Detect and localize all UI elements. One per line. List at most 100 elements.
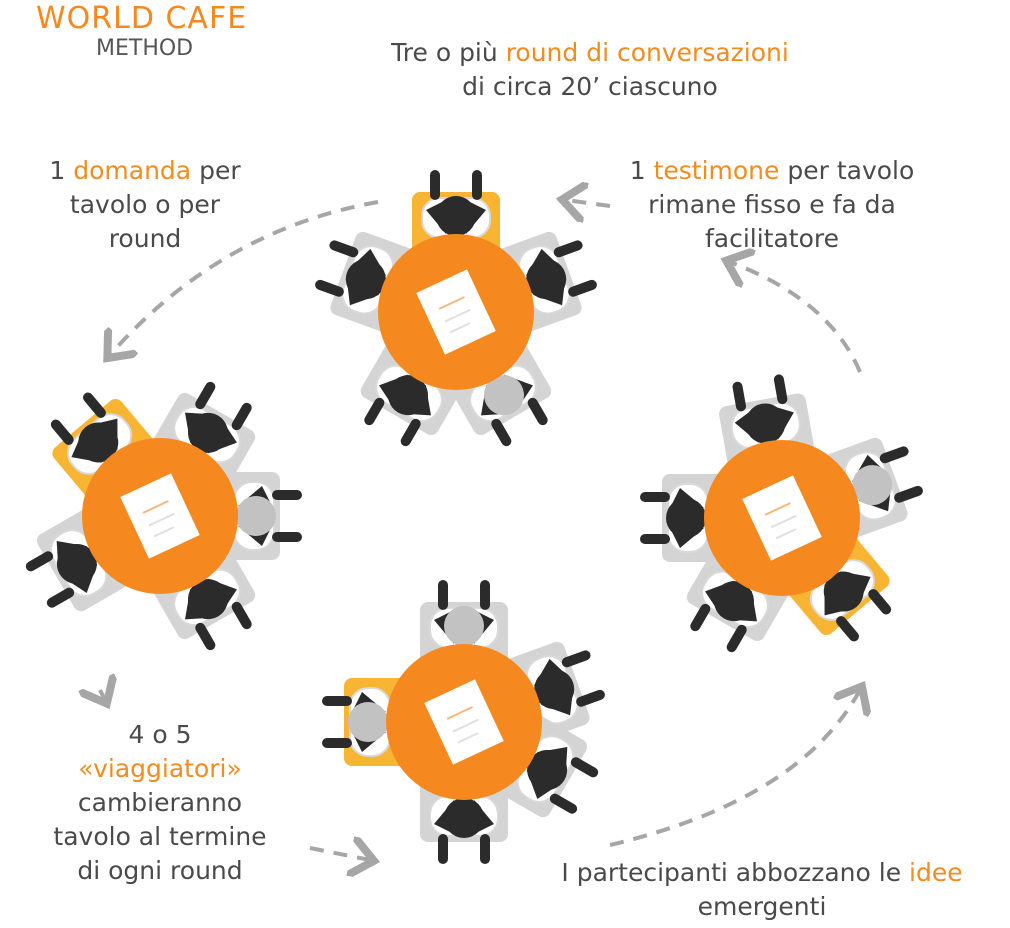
person-arm	[50, 419, 74, 445]
flow-arrow	[730, 262, 862, 373]
person-head	[484, 375, 524, 416]
paper	[424, 679, 504, 765]
caption-question: 1 domanda per tavolo o per round	[20, 154, 270, 256]
paper-line	[449, 322, 471, 334]
person-arm	[773, 374, 788, 405]
person-arm	[553, 240, 583, 258]
flow-arrow	[609, 690, 860, 847]
caption-host-highlight: testimone	[653, 156, 780, 185]
person-arm	[272, 532, 302, 542]
paper-line	[148, 512, 175, 527]
paper-sheet	[120, 473, 200, 559]
person-head	[345, 259, 386, 300]
person-head	[388, 375, 428, 416]
person-arm	[894, 485, 923, 503]
caption-rounds: Tre o più round di conversazioni di circ…	[320, 36, 860, 104]
person-arm	[868, 589, 892, 615]
app-subtitle: METHOD	[96, 36, 194, 61]
caption-host-line2: rimane fisso e fa da	[648, 190, 896, 219]
table-cluster	[640, 374, 923, 653]
paper-line	[142, 500, 169, 514]
caption-host: 1 testimone per tavolo rimane fisso e fa…	[592, 154, 952, 256]
paper-sheet	[424, 679, 504, 765]
table-cluster	[322, 580, 605, 864]
caption-question-line2: tavolo o per	[69, 190, 221, 219]
table-cluster	[25, 381, 302, 651]
caption-travelers: 4 o 5 «viaggiatori» cambieranno tavolo a…	[30, 718, 290, 888]
person-head	[348, 702, 388, 742]
person-head	[444, 798, 484, 838]
person-arm	[640, 534, 670, 544]
paper-sheet	[416, 269, 496, 355]
caption-question-highlight: domanda	[73, 156, 192, 185]
caption-rounds-pre: Tre o più	[391, 38, 506, 67]
person-arm	[480, 580, 490, 610]
paper-line	[457, 732, 479, 744]
paper-line	[770, 514, 797, 529]
person-head	[666, 498, 706, 538]
person-head	[714, 581, 754, 622]
caption-host-pre: 1	[629, 156, 654, 185]
caption-travelers-line4: tavolo al termine	[53, 822, 267, 851]
person-arm	[231, 601, 252, 630]
person-arm	[25, 551, 54, 572]
person-arm	[726, 624, 747, 653]
app-title: WORLD CAFE	[36, 1, 248, 36]
caption-travelers-highlight: «viaggiatori»	[78, 754, 242, 783]
person-arm	[568, 279, 597, 297]
person-arm	[272, 490, 302, 500]
person-arm	[329, 240, 359, 258]
caption-travelers-line5: di ogni round	[77, 856, 243, 885]
person-arm	[576, 689, 605, 707]
person-arm	[322, 696, 352, 706]
person-head	[188, 412, 228, 453]
caption-ideas-highlight: idee	[909, 858, 963, 887]
person-arm	[430, 170, 440, 200]
person-arm	[879, 446, 909, 464]
caption-ideas-pre: I partecipanti abbozzano le	[561, 858, 910, 887]
person-head	[852, 465, 893, 506]
paper-line	[764, 502, 791, 516]
person-arm	[732, 381, 747, 412]
person-arm	[472, 170, 482, 200]
person-arm	[83, 392, 106, 418]
caption-question-pre: 1	[49, 156, 74, 185]
person-arm	[491, 418, 512, 447]
caption-rounds-highlight: round di conversazioni	[505, 38, 789, 67]
person-arm	[836, 616, 859, 642]
caption-host-post: per tavolo	[779, 156, 915, 185]
tables-group	[25, 170, 923, 864]
person-arm	[527, 397, 548, 426]
paper-line	[446, 706, 473, 720]
paper-line	[438, 296, 465, 310]
table-cluster	[315, 170, 597, 447]
person-arm	[400, 418, 421, 447]
person-head	[56, 544, 97, 584]
person-arm	[315, 279, 344, 297]
person-arm	[46, 587, 75, 608]
flow-arrow	[309, 848, 370, 860]
person-head	[823, 571, 864, 612]
flow-arrow	[100, 690, 105, 700]
person-head	[534, 669, 575, 710]
caption-rounds-line2: di circa 20’ ciascuno	[462, 72, 718, 101]
flow-arrows	[100, 200, 860, 860]
person-arm	[195, 381, 216, 410]
person-arm	[690, 603, 711, 632]
person-arm	[570, 757, 599, 778]
paper	[416, 269, 496, 355]
person-arm	[480, 834, 490, 864]
caption-ideas-line2: emergenti	[697, 892, 827, 921]
person-arm	[640, 492, 670, 502]
paper-line	[775, 528, 797, 540]
person-head	[745, 403, 786, 444]
caption-question-post: per	[191, 156, 241, 185]
caption-travelers-line3: cambieranno	[77, 788, 243, 817]
paper-line	[452, 718, 479, 733]
paper-line	[444, 308, 471, 323]
person-head	[188, 579, 228, 620]
person-arm	[195, 622, 216, 651]
person-arm	[364, 397, 385, 426]
person-arm	[549, 793, 578, 814]
flow-arrow	[566, 200, 611, 206]
